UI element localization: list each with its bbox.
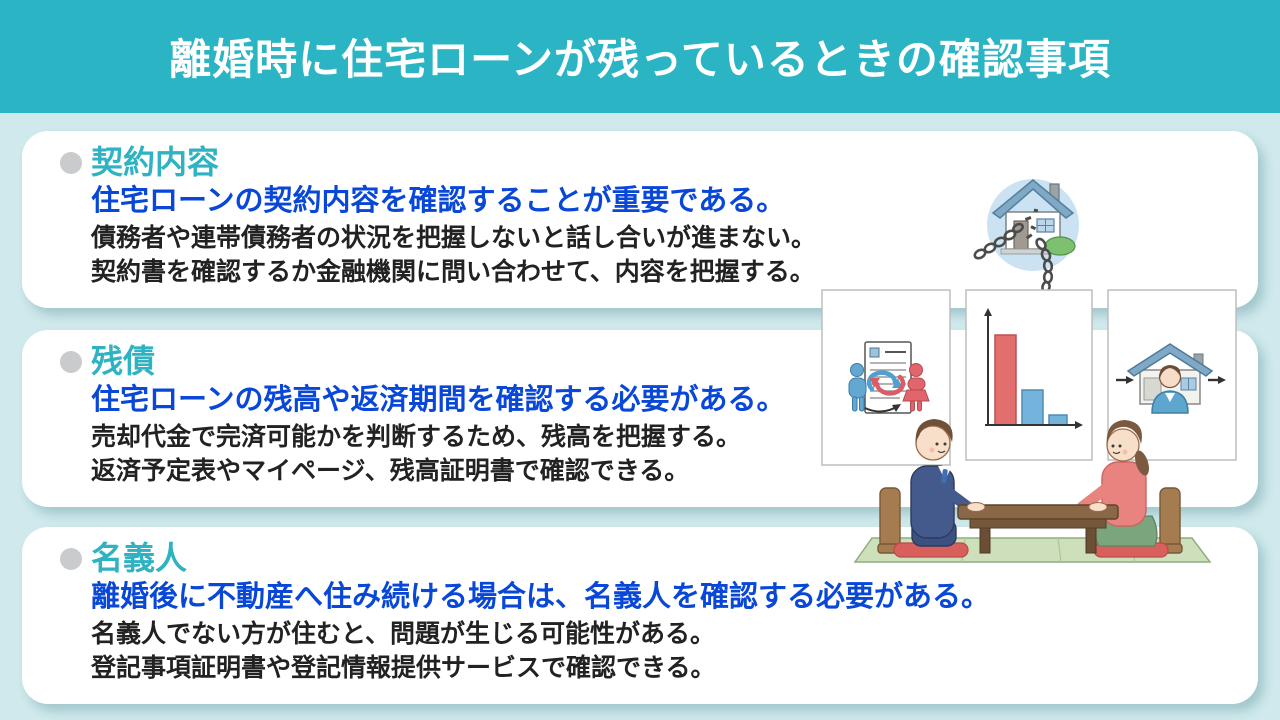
- bullet-icon: [60, 547, 82, 570]
- card-title-holder: 名義人 離婚後に不動産へ住み続ける場合は、名義人を確認する必要がある。 名義人で…: [22, 527, 1258, 704]
- bullet-icon: [60, 151, 82, 174]
- card-lead: 住宅ローンの残高や返済期間を確認する必要がある。: [91, 383, 786, 416]
- card-lead: 住宅ローンの契約内容を確認することが重要である。: [91, 184, 786, 217]
- header-banner: 離婚時に住宅ローンが残っているときの確認事項: [0, 0, 1280, 113]
- card-heading-row: 残債: [22, 330, 1258, 379]
- card-contract-details: 契約内容 住宅ローンの契約内容を確認することが重要である。 債務者や連帯債務者の…: [22, 131, 1258, 308]
- card-body-line: 債務者や連帯債務者の状況を把握しないと話し合いが進まない。: [91, 223, 817, 252]
- card-heading: 残債: [91, 343, 156, 379]
- page-title: 離婚時に住宅ローンが残っているときの確認事項: [169, 36, 1111, 83]
- bullet-icon: [60, 350, 82, 373]
- card-lead: 離婚後に不動産へ住み続ける場合は、名義人を確認する必要がある。: [91, 580, 991, 613]
- card-heading: 名義人: [91, 540, 188, 576]
- card-body-line: 登記事項証明書や登記情報提供サービスで確認できる。: [91, 654, 716, 683]
- card-heading-row: 契約内容: [22, 131, 1258, 180]
- card-remaining-debt: 残債 住宅ローンの残高や返済期間を確認する必要がある。 売却代金で完済可能かを判…: [22, 330, 1258, 507]
- card-body-line: 売却代金で完済可能かを判断するため、残高を把握する。: [91, 422, 742, 451]
- card-body-line: 契約書を確認するか金融機関に問い合わせて、内容を把握する。: [91, 258, 815, 287]
- card-body-line: 返済予定表やマイページ、残高証明書で確認できる。: [91, 457, 690, 486]
- card-heading-row: 名義人: [22, 527, 1258, 576]
- card-body-line: 名義人でない方が住むと、問題が生じる可能性がある。: [91, 619, 716, 648]
- card-heading: 契約内容: [91, 144, 220, 180]
